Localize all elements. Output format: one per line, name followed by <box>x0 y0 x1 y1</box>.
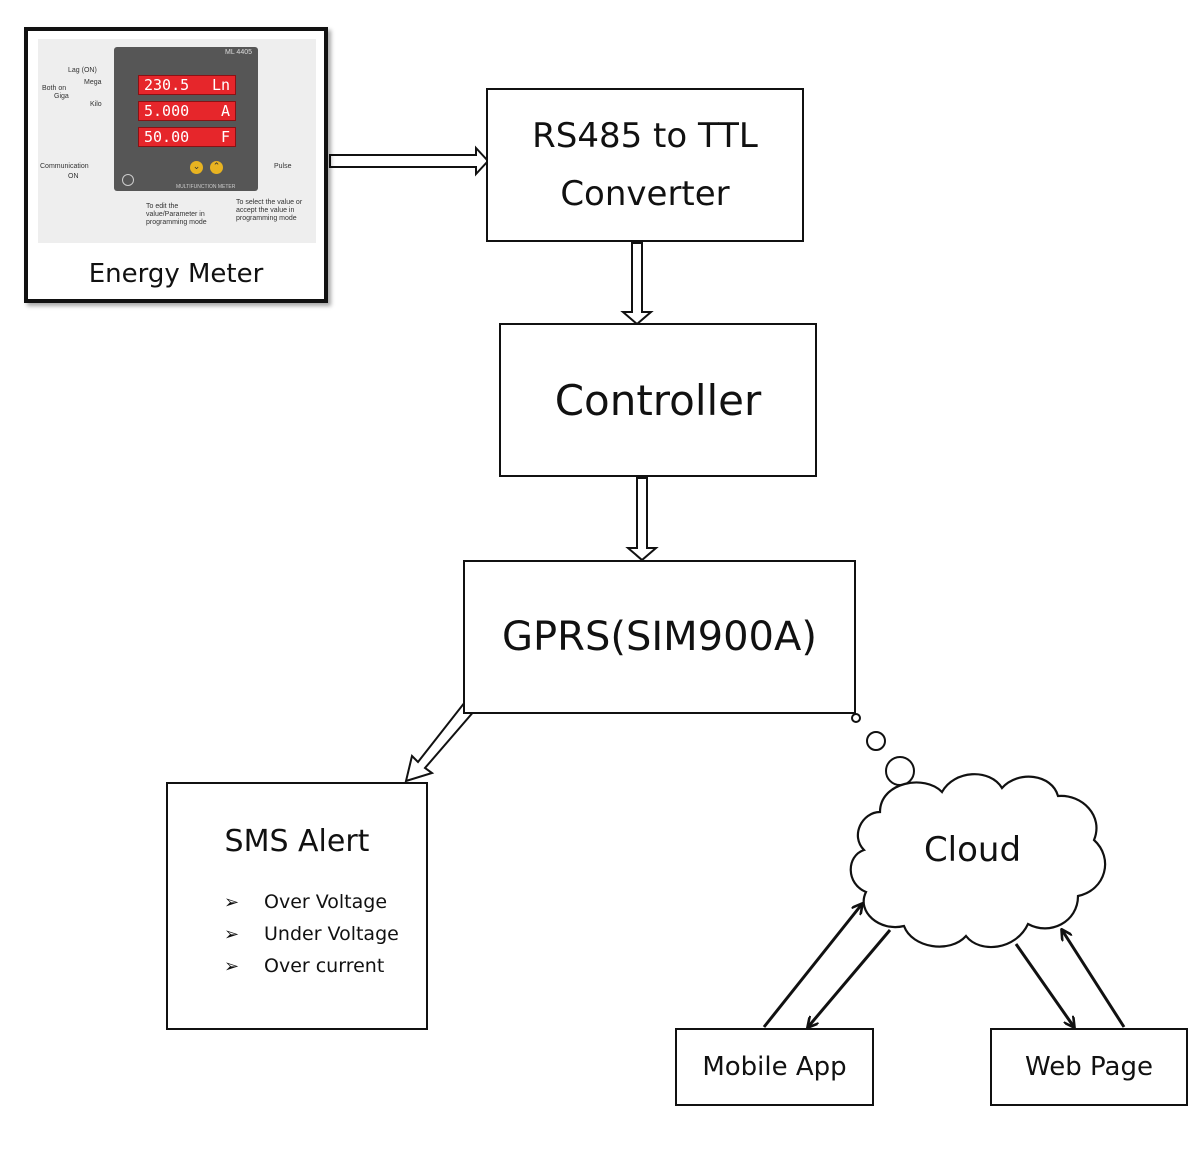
energy-meter-block: ML 4405 230.5 Ln 5.000 A 50.00 F ⌄ ⌃ MUL… <box>24 27 328 303</box>
display-row-frequency: 50.00 F <box>138 127 236 147</box>
display-row-voltage: 230.5 Ln <box>138 75 236 95</box>
web-page-block: Web Page <box>990 1028 1188 1106</box>
rs485-title-line2: Converter <box>560 174 730 214</box>
arrow-bullet-icon: ➢ <box>224 923 240 945</box>
arrow-cloud-to-mobile <box>808 929 892 1027</box>
cloud-shape <box>849 773 1107 949</box>
annotation-mega: Mega <box>84 79 102 86</box>
annotation-giga: Giga <box>54 93 69 100</box>
sms-alert-list: ➢Over Voltage ➢Under Voltage ➢Over curre… <box>224 886 399 982</box>
arrow-bullet-icon: ➢ <box>224 891 240 913</box>
arrow-bullet-icon: ➢ <box>224 955 240 977</box>
arrow-mobile-to-cloud <box>762 904 862 1028</box>
controller-label: Controller <box>554 375 762 425</box>
arrow-cloud-to-web <box>1014 943 1074 1027</box>
list-item: ➢Over Voltage <box>224 891 388 913</box>
sms-alert-block: SMS Alert ➢Over Voltage ➢Under Voltage ➢… <box>166 782 428 1030</box>
gprs-block: GPRS(SIM900A) <box>463 560 856 714</box>
cloud-label: Cloud <box>923 830 1022 870</box>
meter-button-down-icon: ⌄ <box>190 161 203 174</box>
annotation-edit: To edit the value/Parameter in programmi… <box>146 203 207 226</box>
annotation-lag: Lag (ON) <box>68 67 97 74</box>
annotation-pulse: Pulse <box>274 163 292 170</box>
meter-panel-label: MULTIFUNCTION METER <box>176 184 236 190</box>
list-item: ➢Under Voltage <box>224 923 399 945</box>
energy-meter-photo: ML 4405 230.5 Ln 5.000 A 50.00 F ⌄ ⌃ MUL… <box>38 39 316 243</box>
meter-logo-icon <box>122 174 134 186</box>
sms-alert-title: SMS Alert <box>224 824 370 859</box>
arrow-meter-to-rs485 <box>329 145 490 177</box>
annotation-communication: Communication <box>40 163 89 170</box>
meter-button-up-icon: ⌃ <box>210 161 223 174</box>
rs485-converter-block: RS485 to TTL Converter <box>486 88 804 242</box>
arrow-controller-to-gprs <box>625 477 659 562</box>
display-row-current: 5.000 A <box>138 101 236 121</box>
gprs-label: GPRS(SIM900A) <box>502 614 817 660</box>
annotation-both-on: Both on <box>42 85 67 92</box>
arrow-gprs-to-sms <box>404 700 477 783</box>
controller-block: Controller <box>499 323 817 477</box>
arrow-rs485-to-controller <box>620 242 654 326</box>
thought-bubble-medium <box>866 731 886 751</box>
list-item: ➢Over current <box>224 955 385 977</box>
energy-meter-caption: Energy Meter <box>88 259 264 289</box>
annotation-kilo: Kilo <box>90 101 102 108</box>
mobile-app-label: Mobile App <box>702 1052 847 1082</box>
arrow-web-to-cloud <box>1062 930 1126 1028</box>
meter-body: ML 4405 230.5 Ln 5.000 A 50.00 F ⌄ ⌃ MUL… <box>114 47 258 191</box>
thought-bubble-small <box>851 713 861 723</box>
web-page-label: Web Page <box>1025 1052 1153 1082</box>
annotation-select: To select the value or accept the value … <box>236 199 303 222</box>
rs485-title-line1: RS485 to TTL <box>532 116 758 156</box>
mobile-app-block: Mobile App <box>675 1028 874 1106</box>
thought-bubble-large <box>885 756 915 786</box>
annotation-on: ON <box>68 173 79 180</box>
meter-model-label: ML 4405 <box>225 49 252 56</box>
